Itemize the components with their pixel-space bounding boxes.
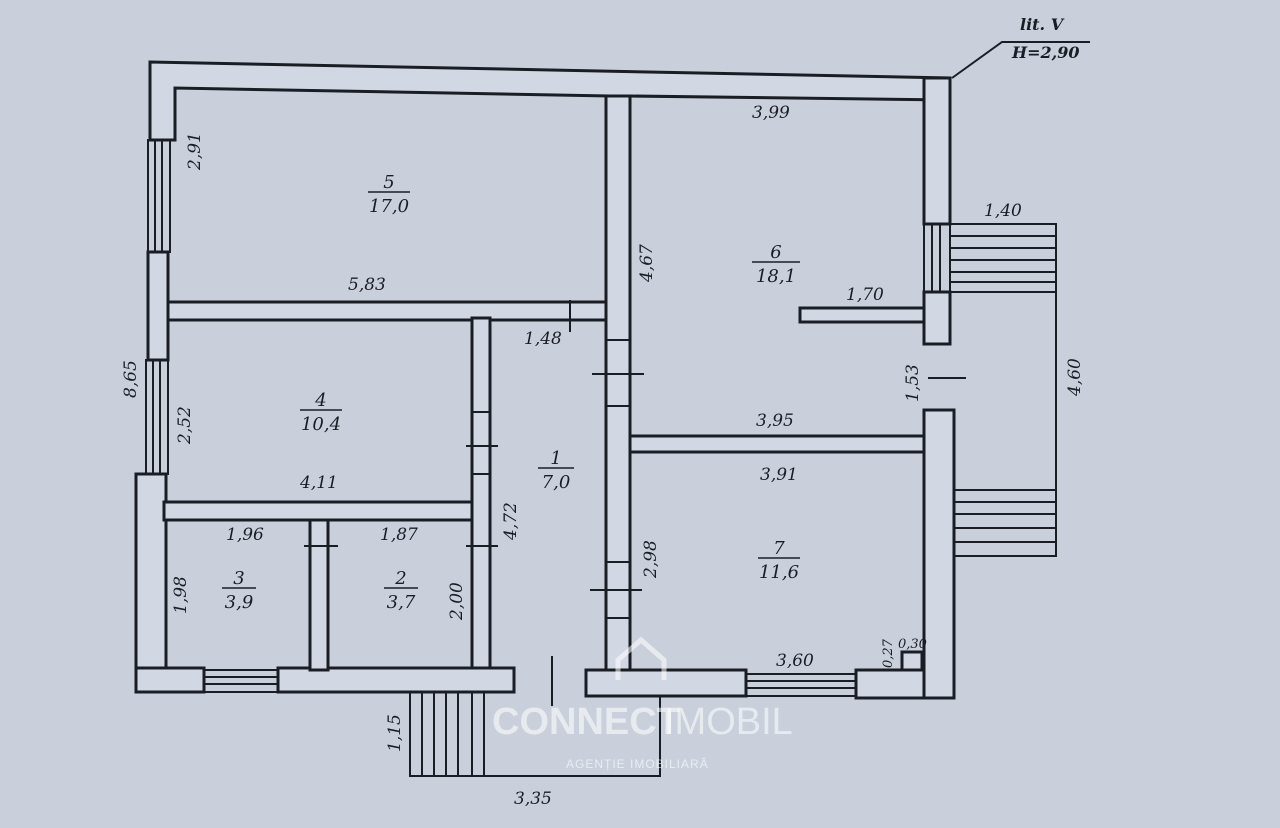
room-7-number: 7 [773,538,785,559]
stairs-bottom [409,692,661,777]
wall-bottom-mid [276,666,516,694]
walls [134,60,956,700]
dim-door-right: 1,53 [903,364,923,402]
dim-6-bottom: 3,95 [756,411,794,431]
plan-title: lit. V [1020,15,1065,34]
wall-int-vert-corr [470,316,492,670]
wall-int-vert-mid [604,94,632,672]
dim-6-top: 3,99 [752,103,790,123]
window-bottom-right [745,673,857,697]
dim-7-width: 3,91 [760,465,798,485]
dim-total-height: 8,65 [121,360,141,398]
room-1-number: 1 [550,448,561,469]
room-1-area: 7,0 [542,472,571,493]
dim-7-height: 2,98 [641,540,661,579]
dim-corner-width: 0,30 [898,637,927,652]
wall-int-6-7 [626,434,926,454]
stairs-right-lower [954,489,1057,557]
dimension-labels: 5,83 3,99 1,70 1,40 3,95 1,48 4,11 3,91 … [226,103,1022,809]
wall-int-corner-box [900,650,924,672]
room-6-area: 18,1 [756,266,796,287]
stairs [409,41,1090,777]
dim-3-height: 1,98 [171,576,191,614]
room-3-area: 3,9 [225,592,254,613]
room-4-number: 4 [314,390,326,411]
wall-int-4-bottom [162,500,490,522]
wall-int-6-stub [798,306,926,324]
room-6-number: 6 [770,242,781,263]
window-right [923,223,951,293]
room-2-number: 2 [394,568,406,589]
dim-6-stub: 1,70 [846,285,884,305]
wall-left-upper [146,250,170,362]
dim-7-bottom: 3,60 [776,651,814,671]
wall-right-low [922,408,956,700]
wall-right-top [922,76,952,226]
stairs-right-upper [950,223,1057,293]
wall-left-lower [134,472,168,694]
dim-2-width: 1,87 [380,525,418,545]
room-7-area: 11,6 [759,562,799,583]
watermark: CONNECT IMOBIL AGENȚIE IMOBILIARĂ [492,636,793,771]
wall-int-vert-2-3 [308,518,330,672]
watermark-brand-light: IMOBIL [664,701,793,743]
header-leader-line [951,41,1090,79]
window-left-lower [145,359,169,475]
house-logo-icon [615,636,667,680]
dim-2-height: 2,00 [447,582,467,621]
room-5-number: 5 [383,172,394,193]
dim-4-width: 4,11 [299,473,338,493]
dim-porch-length: 4,60 [1065,358,1085,397]
wall-bottom-left [134,666,206,694]
dim-stairs-width: 1,40 [984,201,1022,221]
ceiling-height: H=2,90 [1011,43,1080,62]
room-5-area: 17,0 [369,196,409,217]
room-2-area: 3,7 [387,592,416,613]
dimension-labels-vertical: 2,91 4,67 4,60 1,53 8,65 2,52 4,72 2,98 … [121,132,1085,752]
dim-porch-height: 1,15 [385,714,405,752]
dim-4-height: 2,52 [175,406,195,445]
dim-5-height: 2,91 [185,132,205,171]
watermark-brand-bold: CONNECT [492,701,680,743]
dim-corridor-top: 1,48 [524,329,562,349]
window-bottom-left [203,669,279,693]
wall-right-mid [922,290,952,346]
dim-porch-width: 3,35 [514,789,552,809]
watermark-tagline: AGENȚIE IMOBILIARĂ [566,756,709,771]
room-3-number: 3 [233,568,244,589]
area-underlines [222,191,800,589]
dim-3-width: 1,96 [226,525,264,545]
wall-int-5-4 [166,300,610,322]
dim-6-height: 4,67 [637,244,657,283]
room-4-area: 10,4 [301,414,341,435]
window-left-upper [147,139,171,253]
dim-corner-height: 0,27 [881,638,896,668]
dim-5-width: 5,83 [348,275,386,295]
wall-top [148,60,952,142]
windows [145,139,951,697]
dim-corridor-height: 4,72 [501,502,521,541]
door-marks [304,300,966,706]
room-labels: 5 17,0 6 18,1 4 10,4 1 7,0 7 11,6 3 3,9 … [225,172,799,613]
